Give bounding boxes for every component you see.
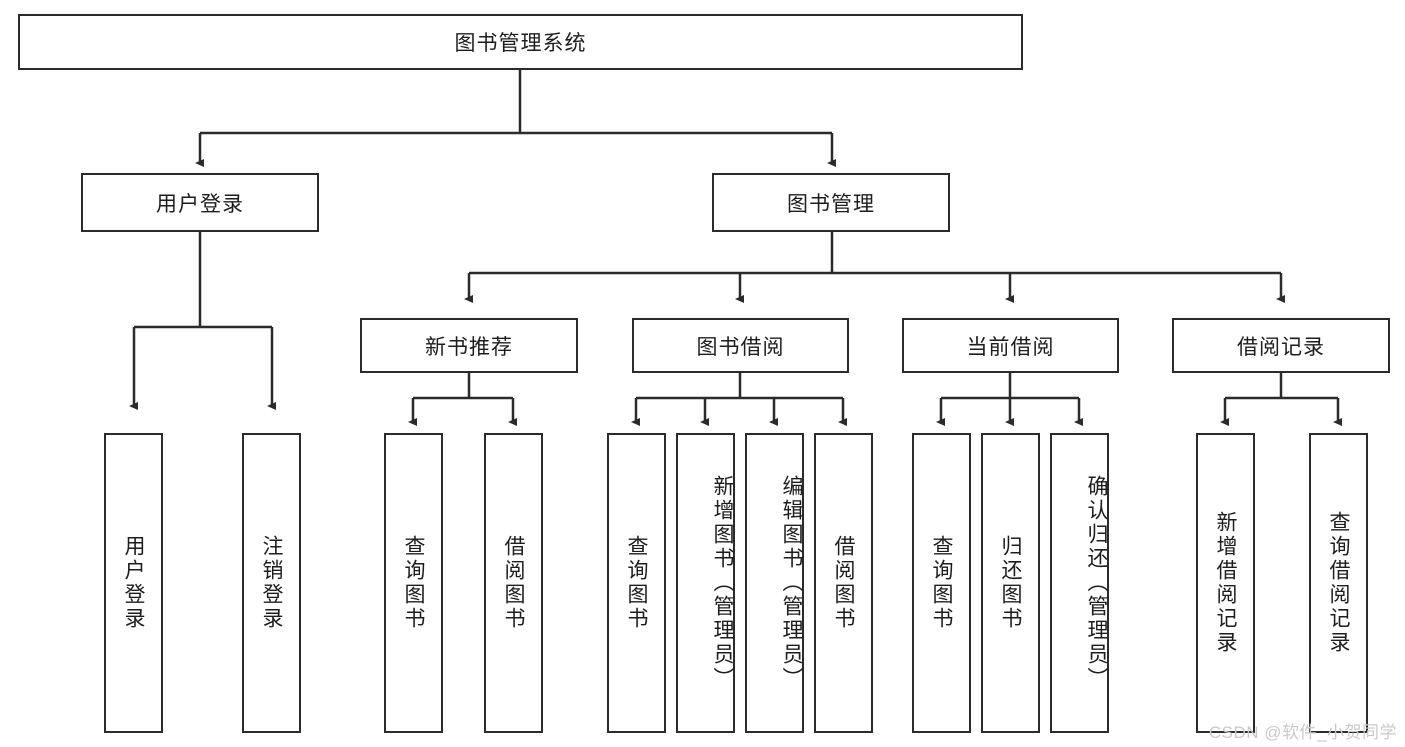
csdn-watermark: CSDN @软件_小贺同学: [1208, 723, 1397, 742]
leaf-borrow-book-2[interactable]: 借阅图书: [814, 433, 873, 733]
leaf-return-book[interactable]: 归还图书: [981, 433, 1040, 733]
leaf-add-record-label: 新增借阅记录: [1214, 511, 1237, 655]
node-book-borrow[interactable]: 图书借阅: [632, 318, 849, 373]
node-user-login-label: 用户登录: [156, 192, 244, 216]
leaf-add-book-label: 新增图书（管理员）: [711, 475, 734, 691]
leaf-query-book-1[interactable]: 查询图书: [384, 433, 443, 733]
node-root[interactable]: 图书管理系统: [18, 14, 1023, 70]
leaf-borrow-book-1-label: 借阅图书: [502, 535, 525, 631]
leaf-user-logout-label: 注销登录: [260, 535, 283, 631]
leaf-user-login[interactable]: 用户登录: [104, 433, 163, 733]
leaf-query-book-2[interactable]: 查询图书: [607, 433, 666, 733]
node-book-borrow-label: 图书借阅: [696, 335, 785, 359]
leaf-borrow-book-1[interactable]: 借阅图书: [484, 433, 543, 733]
leaf-confirm-return[interactable]: 确认归还（管理员）: [1050, 433, 1109, 733]
leaf-user-login-label: 用户登录: [122, 535, 145, 631]
leaf-query-record-label: 查询借阅记录: [1327, 511, 1350, 655]
node-current-borrow[interactable]: 当前借阅: [902, 318, 1119, 373]
leaf-edit-book[interactable]: 编辑图书（管理员）: [745, 433, 804, 733]
leaf-add-book[interactable]: 新增图书（管理员）: [676, 433, 735, 733]
node-user-login[interactable]: 用户登录: [81, 173, 319, 232]
node-borrow-record-label: 借阅记录: [1237, 335, 1325, 359]
node-root-label: 图书管理系统: [454, 32, 587, 55]
leaf-borrow-book-2-label: 借阅图书: [832, 535, 855, 631]
leaf-query-book-1-label: 查询图书: [402, 535, 425, 631]
leaf-add-record[interactable]: 新增借阅记录: [1196, 433, 1255, 733]
node-book-manage[interactable]: 图书管理: [712, 173, 950, 232]
leaf-query-book-3[interactable]: 查询图书: [912, 433, 971, 733]
leaf-query-book-3-label: 查询图书: [930, 535, 953, 631]
node-book-manage-label: 图书管理: [787, 192, 875, 216]
leaf-edit-book-label: 编辑图书（管理员）: [780, 475, 803, 691]
leaf-query-book-2-label: 查询图书: [625, 535, 648, 631]
leaf-confirm-return-label: 确认归还（管理员）: [1085, 475, 1108, 691]
node-current-borrow-label: 当前借阅: [966, 335, 1055, 359]
node-new-book-recommend[interactable]: 新书推荐: [360, 318, 578, 373]
node-new-book-recommend-label: 新书推荐: [425, 335, 513, 359]
leaf-return-book-label: 归还图书: [999, 535, 1022, 631]
leaf-query-record[interactable]: 查询借阅记录: [1309, 433, 1368, 733]
leaf-user-logout[interactable]: 注销登录: [242, 433, 301, 733]
node-borrow-record[interactable]: 借阅记录: [1172, 318, 1390, 373]
